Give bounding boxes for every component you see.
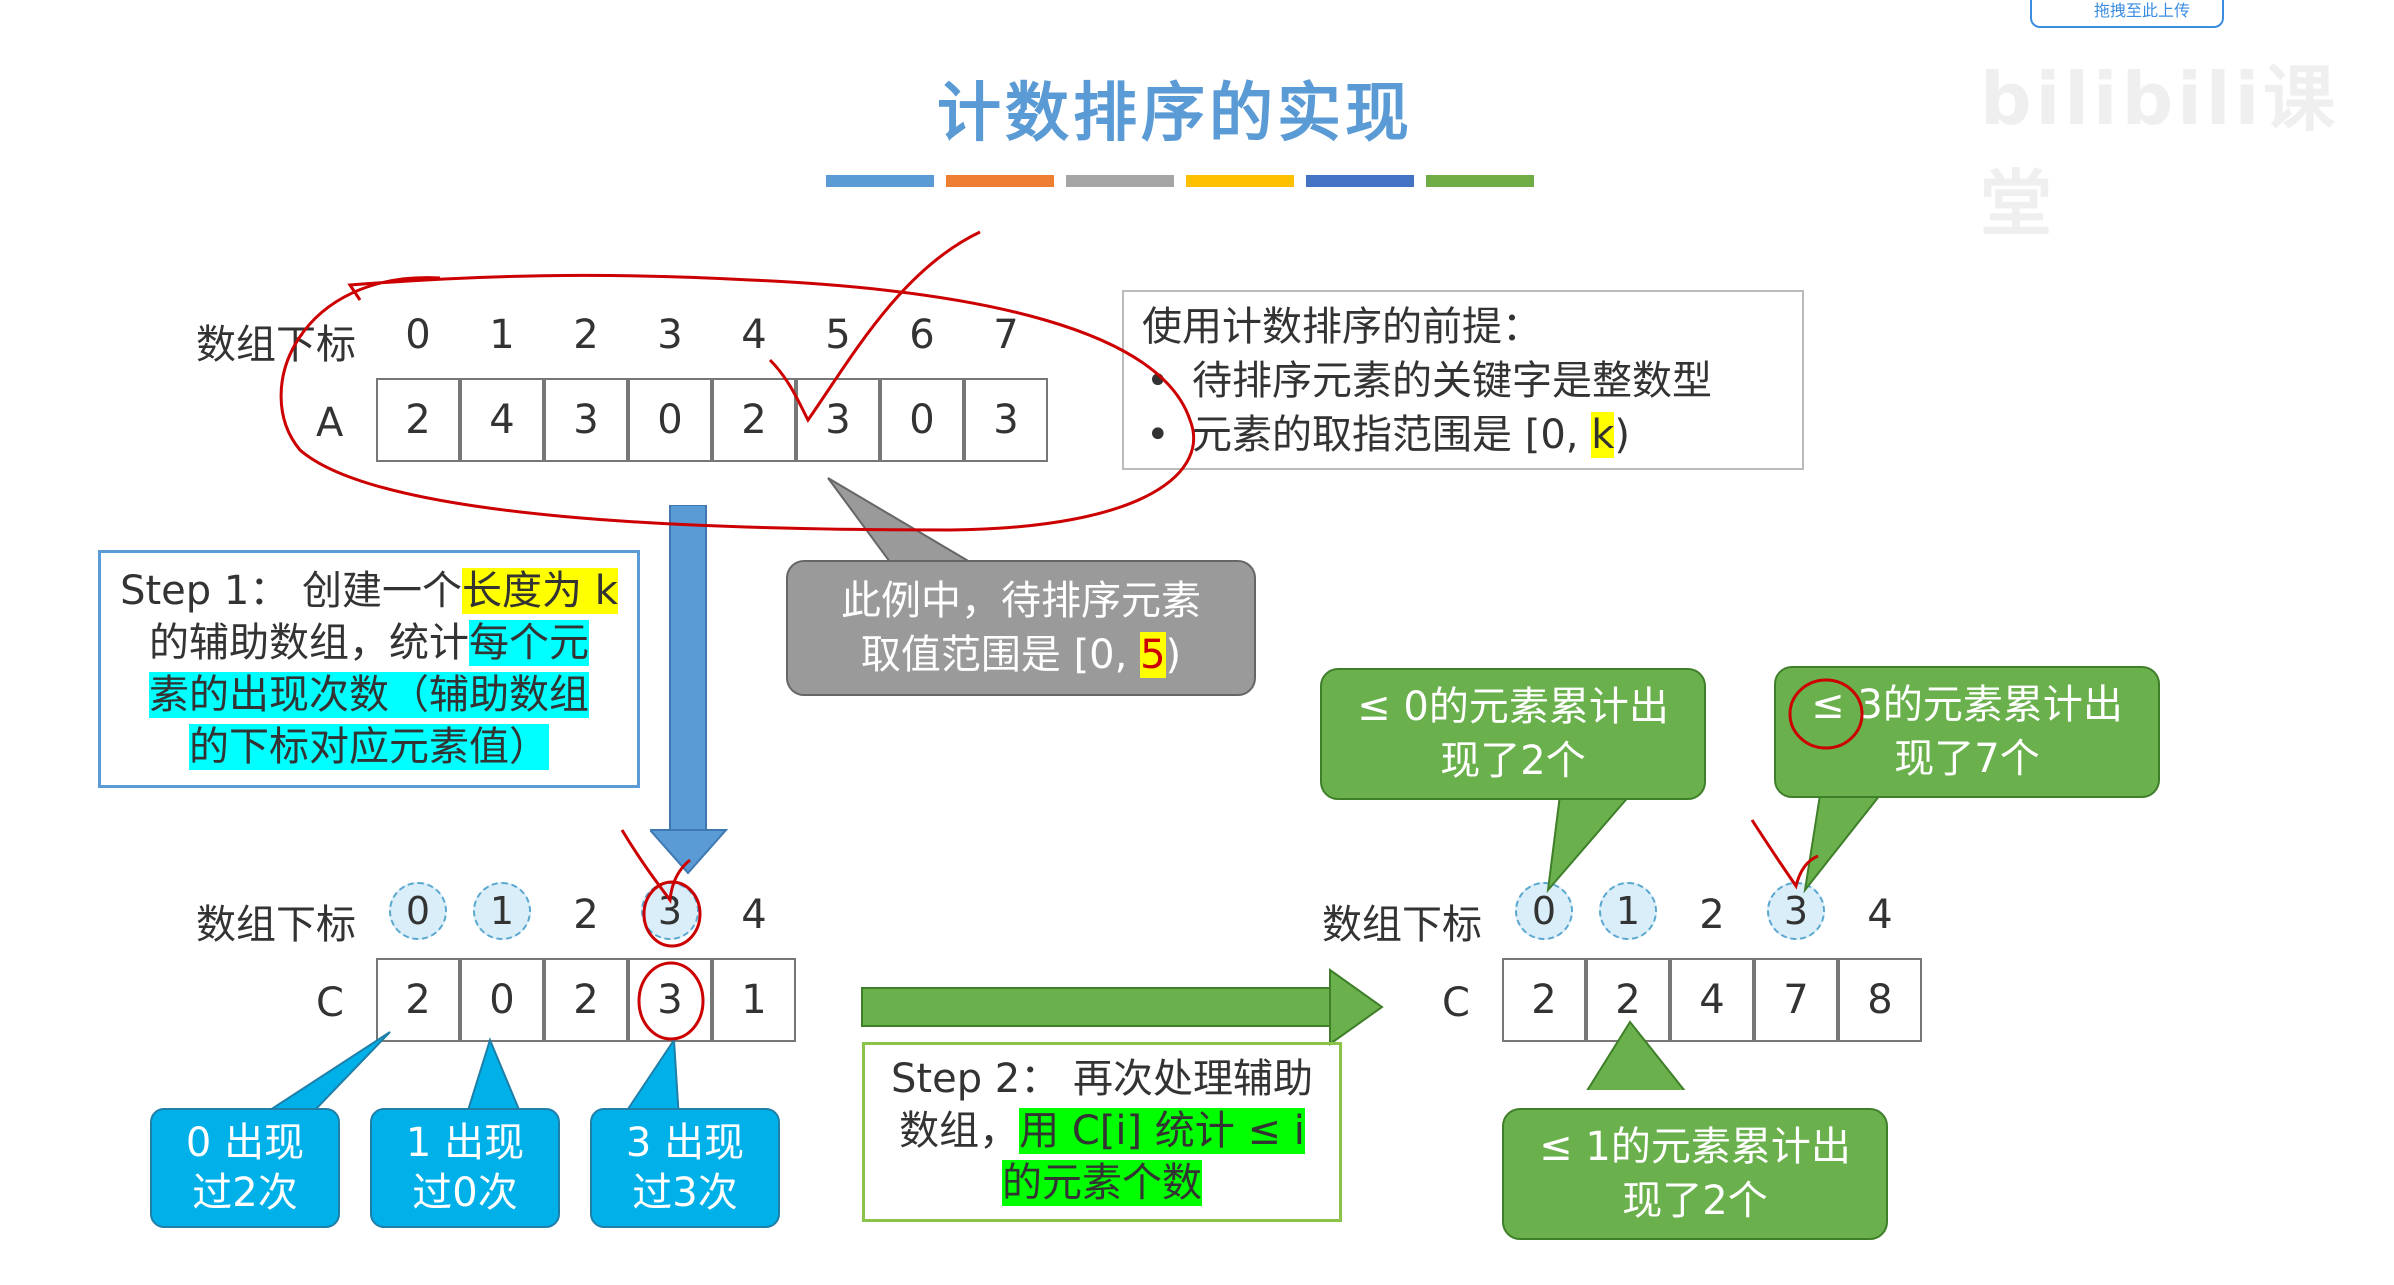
- ellipse-annotation: [279, 273, 1196, 532]
- array-cell: 8: [1838, 958, 1922, 1042]
- array-cell: 0: [628, 378, 712, 462]
- index-label: 3: [657, 312, 683, 358]
- color-bar: [1066, 175, 1174, 187]
- array-cell: 3: [964, 378, 1048, 462]
- step1-highlight-length: 长度为 k: [462, 568, 618, 614]
- count-callout: 3 出现过3次: [590, 1108, 780, 1228]
- premise-heading: 使用计数排序的前提：: [1142, 304, 1542, 350]
- count-callout: 1 出现过0次: [370, 1108, 560, 1228]
- k-highlight: k: [1591, 412, 1615, 458]
- top-index-label: 数组下标: [196, 322, 356, 368]
- circle-annotation-count: [637, 961, 705, 1041]
- array-cell: 2: [1502, 958, 1586, 1042]
- premise-bullet-1: • 待排序元素的关键字是整数型: [1142, 354, 1784, 408]
- array-cell: 3: [628, 958, 712, 1042]
- color-bar: [946, 175, 1054, 187]
- index-label: 4: [1867, 892, 1893, 938]
- cum-callout-0: ≤ 0的元素累计出现了2个: [1320, 668, 1706, 800]
- array-cell: 2: [544, 958, 628, 1042]
- mark-annotation-cum: [1750, 819, 1819, 890]
- range-highlight: 5: [1140, 632, 1166, 678]
- array-c-name: C: [316, 980, 344, 1026]
- array-cell: 2: [712, 378, 796, 462]
- step1-box: Step 1： 创建一个长度为 k 的辅助数组，统计每个元 素的出现次数（辅助数…: [98, 550, 640, 788]
- mark-annotation-count: [620, 829, 691, 904]
- array-cell: 7: [1754, 958, 1838, 1042]
- index-bubble: 1: [473, 882, 531, 940]
- index-label: 4: [741, 892, 767, 938]
- array-cell: 0: [460, 958, 544, 1042]
- index-label: 2: [573, 892, 599, 938]
- color-bar: [1306, 175, 1414, 187]
- array-cell: 3: [796, 378, 880, 462]
- index-bubble: 0: [1515, 882, 1573, 940]
- check-annotation: [768, 230, 981, 423]
- circle-annotation-callout: [1788, 678, 1864, 750]
- step2-highlight: 用 C[i] 统计 ≤ i: [1019, 1108, 1305, 1154]
- index-label: 2: [573, 312, 599, 358]
- index-label: 4: [741, 312, 767, 358]
- array-a-name: A: [316, 400, 344, 446]
- premise-bullet-2: • 元素的取指范围是 [0, k): [1142, 408, 1784, 462]
- index-label: 1: [489, 312, 515, 358]
- index-label: 6: [909, 312, 935, 358]
- down-arrow-icon: [650, 505, 729, 875]
- index-label: 7: [993, 312, 1019, 358]
- index-label: 2: [1699, 892, 1725, 938]
- index-bubble: 0: [389, 882, 447, 940]
- slide-title: 计数排序的实现: [937, 77, 1413, 151]
- index-bubble: 1: [1599, 882, 1657, 940]
- color-bar: [1426, 175, 1534, 187]
- step2-box: Step 2： 再次处理辅助 数组，用 C[i] 统计 ≤ i 的元素个数: [862, 1042, 1342, 1222]
- premise-box: 使用计数排序的前提： • 待排序元素的关键字是整数型 • 元素的取指范围是 [0…: [1122, 290, 1804, 470]
- cum-callout-3: ≤ 3的元素累计出现了7个: [1774, 666, 2160, 798]
- count-callout: 0 出现过2次: [150, 1108, 340, 1228]
- index-label: 0: [405, 312, 431, 358]
- color-bar: [826, 175, 934, 187]
- count-index-label: 数组下标: [196, 902, 356, 948]
- cum-index-label: 数组下标: [1322, 902, 1482, 948]
- array-cell: 4: [460, 378, 544, 462]
- bullet-icon: •: [1146, 412, 1170, 458]
- cum-callout-pointers: [1546, 794, 1883, 1090]
- color-bar: [1186, 175, 1294, 187]
- array-c-cumulative-name: C: [1442, 980, 1470, 1026]
- upload-badge[interactable]: 拖拽至此上传: [2030, 0, 2224, 28]
- array-cell: 3: [544, 378, 628, 462]
- index-label: 5: [825, 312, 851, 358]
- range-callout: 此例中，待排序元素 取值范围是 [0, 5): [786, 560, 1256, 696]
- array-cell: 2: [376, 958, 460, 1042]
- circle-annotation-index: [642, 880, 702, 948]
- watermark: bilibili课堂: [1980, 57, 2340, 246]
- right-arrow-icon: [861, 968, 1384, 1046]
- array-cell: 1: [712, 958, 796, 1042]
- cum-callout-1: ≤ 1的元素累计出现了2个: [1502, 1108, 1888, 1240]
- array-cell: 0: [880, 378, 964, 462]
- array-cell: 4: [1670, 958, 1754, 1042]
- array-cell: 2: [376, 378, 460, 462]
